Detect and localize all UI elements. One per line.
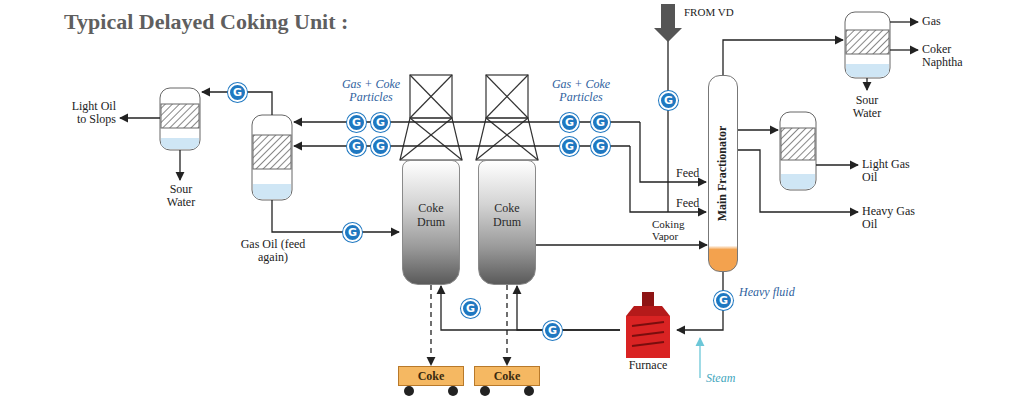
feed-arrow — [654, 4, 682, 42]
furnace-hood — [626, 306, 670, 316]
stream-label: Light Oil to Slops — [68, 100, 116, 126]
diagram-title: Typical Delayed Coking Unit : — [64, 9, 348, 35]
pump-logo: G — [347, 113, 366, 132]
flow-connector — [536, 244, 707, 245]
pump-logo: G — [347, 137, 366, 156]
drum-derrick — [400, 75, 538, 160]
pump-logo: G — [560, 113, 579, 132]
pump-logo: G — [543, 321, 562, 340]
node-text: Coke — [475, 367, 539, 385]
separator-vessel — [252, 115, 292, 200]
furnace-coil — [632, 322, 664, 326]
flow-connector — [441, 286, 620, 330]
stream-label: Heavy Gas Oil — [862, 205, 922, 231]
flow-connector — [517, 286, 620, 330]
furnace-symbol — [620, 292, 676, 358]
pump-logo: G — [228, 83, 247, 102]
stream-label: Sour Water — [843, 94, 891, 120]
stream-label: Gas + Coke Particles — [548, 78, 614, 104]
stream-label: Gas — [922, 15, 941, 28]
pump-logo: G — [343, 223, 362, 242]
stream-label: Gas + Coke Particles — [338, 78, 404, 104]
pump-logo: G — [714, 291, 733, 310]
stream-label: Light Gas Oil — [862, 158, 922, 184]
coke-cart: Coke — [474, 366, 540, 386]
stream-label: Gas Oil (feed again) — [236, 238, 310, 264]
stream-label: FROM VD — [684, 6, 734, 19]
coke-drum: Coke Drum — [402, 160, 460, 285]
furnace-body — [626, 316, 670, 358]
furnace-stack — [642, 292, 654, 306]
edge-label: Heavy fluid — [739, 286, 795, 299]
node-text: Coke Drum — [479, 201, 535, 229]
fractionator-column: Main Fractionator — [708, 75, 738, 272]
pump-logo: G — [591, 113, 610, 132]
separator-vessel — [160, 88, 200, 150]
furnace-coil — [632, 342, 664, 346]
stream-label: Feed — [676, 167, 699, 180]
node-text: Coke — [399, 367, 463, 385]
pump-logo: G — [371, 113, 390, 132]
coke-cart: Coke — [398, 366, 464, 386]
node-text: Main Fractionator — [716, 126, 731, 222]
node-text: Furnace — [620, 358, 676, 373]
pump-logo: G — [371, 137, 390, 156]
furnace-coil — [632, 332, 664, 336]
flow-connector — [506, 285, 507, 365]
stream-label: Sour Water — [158, 183, 204, 209]
furnace-unit: Furnace — [620, 292, 676, 376]
stream-label: Coker Naphtha — [922, 43, 986, 69]
pump-logo: G — [659, 91, 678, 110]
steam-line — [699, 338, 700, 378]
separator-vessel — [845, 12, 890, 78]
cart-wheels — [404, 386, 534, 396]
node-text: Coke Drum — [403, 201, 459, 229]
pump-logo: G — [591, 137, 610, 156]
flow-connector — [430, 285, 431, 365]
coke-drum: Coke Drum — [478, 160, 536, 285]
separator-vessel — [780, 112, 816, 190]
pump-logo: G — [560, 137, 579, 156]
stream-label: Steam — [706, 372, 735, 385]
pump-logo: G — [461, 299, 480, 318]
stream-label: Feed — [676, 197, 699, 210]
edge-label: Coking Vapor — [652, 218, 694, 242]
